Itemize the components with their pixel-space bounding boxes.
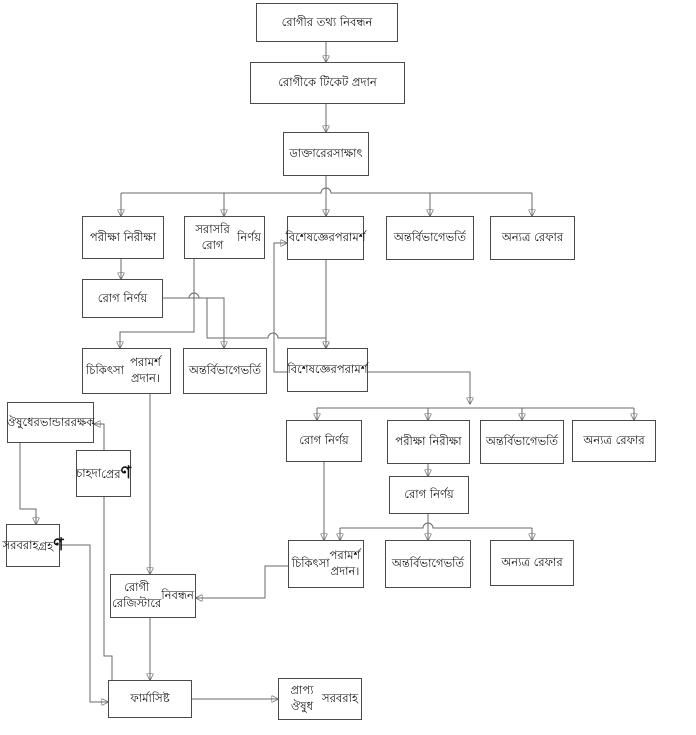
arrow-treatment2-register [196, 565, 288, 598]
node-exam-1: পরীক্ষা নিরীক্ষা [82, 216, 164, 259]
node-refer-2: অন্যত্র রেফার [572, 420, 656, 462]
branch-bar-3 [340, 522, 532, 529]
node-treatment-2: চিকিৎসাপরামর্শ প্রদান। [288, 540, 364, 588]
arrow-diagnosis1-specialist2 [163, 297, 326, 348]
node-admit-3: অন্তর্বিভাগেভর্তি [480, 420, 564, 464]
node-diagnosis-2: রোগ নির্ণয় [286, 420, 362, 462]
arrow-demand-storekeeper [94, 424, 105, 450]
node-refer-1: অন্যত্র রেফার [490, 216, 575, 260]
arrow-specialist2-branch [368, 371, 470, 404]
branch-bar-1 [121, 187, 532, 194]
arrow-pharmacist-demand [104, 470, 113, 691]
arrow-supply-pharmacist [60, 544, 108, 702]
node-admit-2: অন্তর্বিভাগেভর্তি [183, 348, 267, 394]
node-registration: রোগীর তথ্য নিবন্ধন [256, 3, 398, 42]
node-ticket: রোগীকে টিকেট প্রদান [250, 62, 405, 104]
node-admit-1: অন্তর্বিভাগেভর্তি [386, 216, 474, 260]
node-exam-2: পরীক্ষা নিরীক্ষা [387, 420, 470, 464]
node-pharmacist: ফার্মাসিষ্ট [108, 680, 192, 718]
node-diagnosis-3: রোগ নির্ণয় [389, 476, 469, 514]
arrow-specialist2-specialist1 [273, 243, 287, 373]
node-refer-3: অন্যত্র রেফার [490, 540, 574, 586]
node-admit-4: অন্তর্বিভাগেভর্তি [385, 540, 471, 588]
node-demand: চাহদাপ্রেরণ [76, 450, 131, 497]
node-register-patient: রোগী রেজিস্টারেনিবন্ধন [110, 574, 196, 618]
node-diagnosis-1: রোগ নির্ণয় [82, 279, 163, 318]
node-treatment-1: চিকিৎসাপরামর্শ প্রদান। [82, 348, 171, 394]
arrow-storekeeper-supply [19, 443, 36, 524]
arrow-direct-diagnosis-treatment [120, 258, 195, 348]
